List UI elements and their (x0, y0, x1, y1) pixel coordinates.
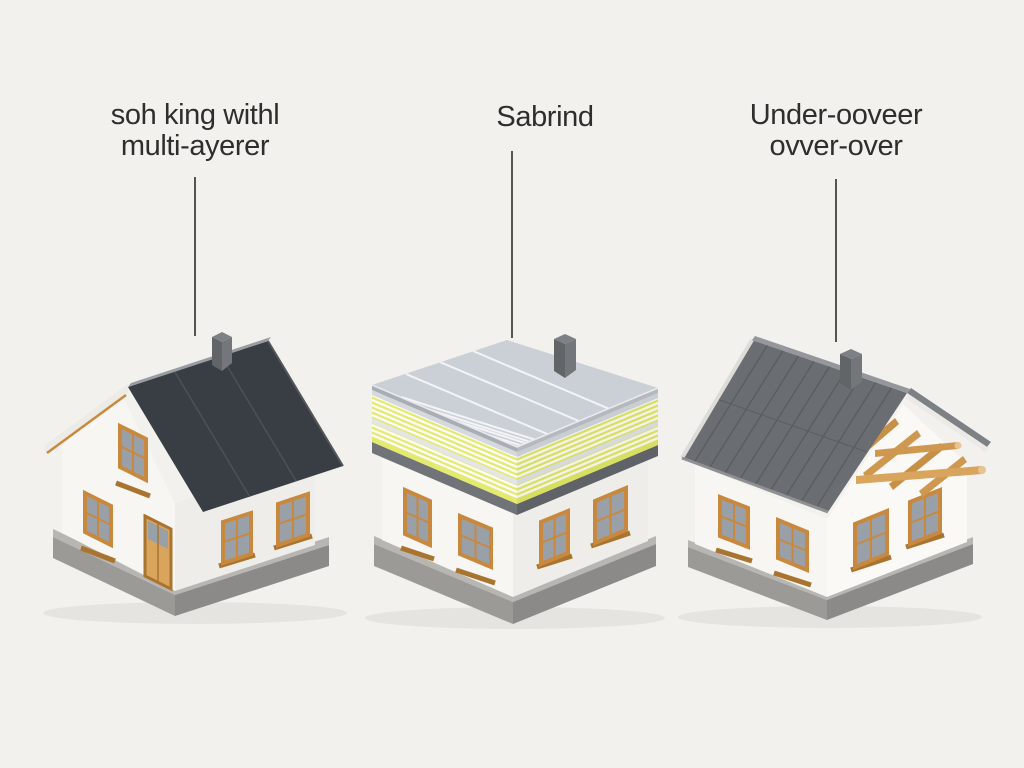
window-right-1 (536, 508, 573, 570)
panel-2-label: Sabrind (375, 102, 715, 133)
cornice-band (372, 442, 658, 515)
window-gable-2 (905, 487, 945, 550)
window-left-2 (773, 517, 812, 588)
window-left-1 (400, 486, 435, 562)
leader-line-1 (194, 177, 196, 336)
rear-bargeboard (680, 338, 754, 460)
window-side-left (218, 510, 256, 569)
exposed-wooden-rafters (846, 418, 986, 497)
window-gable-lower (80, 489, 116, 564)
silver-tile-roof-deck (371, 340, 659, 448)
bargeboard (45, 384, 128, 453)
chimney (554, 334, 576, 378)
panel-1-label-line-1: soh king withl (110, 99, 280, 131)
eave-fascia (681, 456, 829, 514)
window-left-2 (455, 512, 496, 586)
opposite-roof-slope-edge (905, 388, 991, 453)
ground-shadow (43, 602, 347, 624)
window-gable-1 (850, 508, 892, 573)
chimney (212, 332, 232, 371)
house-layered-flat-roof-illustration (365, 334, 665, 629)
leader-line-3 (835, 179, 837, 342)
front-door (143, 513, 173, 592)
window-left-1 (715, 494, 753, 564)
panel-2-label-line-1: Sabrind (496, 101, 594, 133)
panel-1-label-line-2: multi-ayerer (120, 130, 270, 162)
panel-3-label-line-2: ovver-over (769, 130, 903, 162)
dark-panel-roof (45, 337, 344, 512)
panel-3-label-line-1: Under-ooveer (749, 99, 923, 131)
window-side-right (273, 491, 313, 551)
leader-line-2 (511, 151, 513, 338)
bargeboard-wood-trim (46, 393, 127, 455)
roof-deck-edge (372, 385, 658, 452)
window-gable-upper (115, 422, 151, 499)
ridge-cap (752, 336, 910, 393)
house-ribbed-roof-rafters-illustration (678, 336, 991, 628)
ridge-cap (128, 337, 271, 387)
house-dark-pitched-roof-illustration (43, 332, 347, 624)
insulation-layer-stack (371, 390, 659, 504)
panel-1-label: soh king withl multi-ayerer (25, 100, 365, 162)
chimney (840, 349, 862, 390)
panel-3-label: Under-ooveer ovver-over (666, 100, 1006, 162)
window-right-2 (590, 484, 631, 549)
